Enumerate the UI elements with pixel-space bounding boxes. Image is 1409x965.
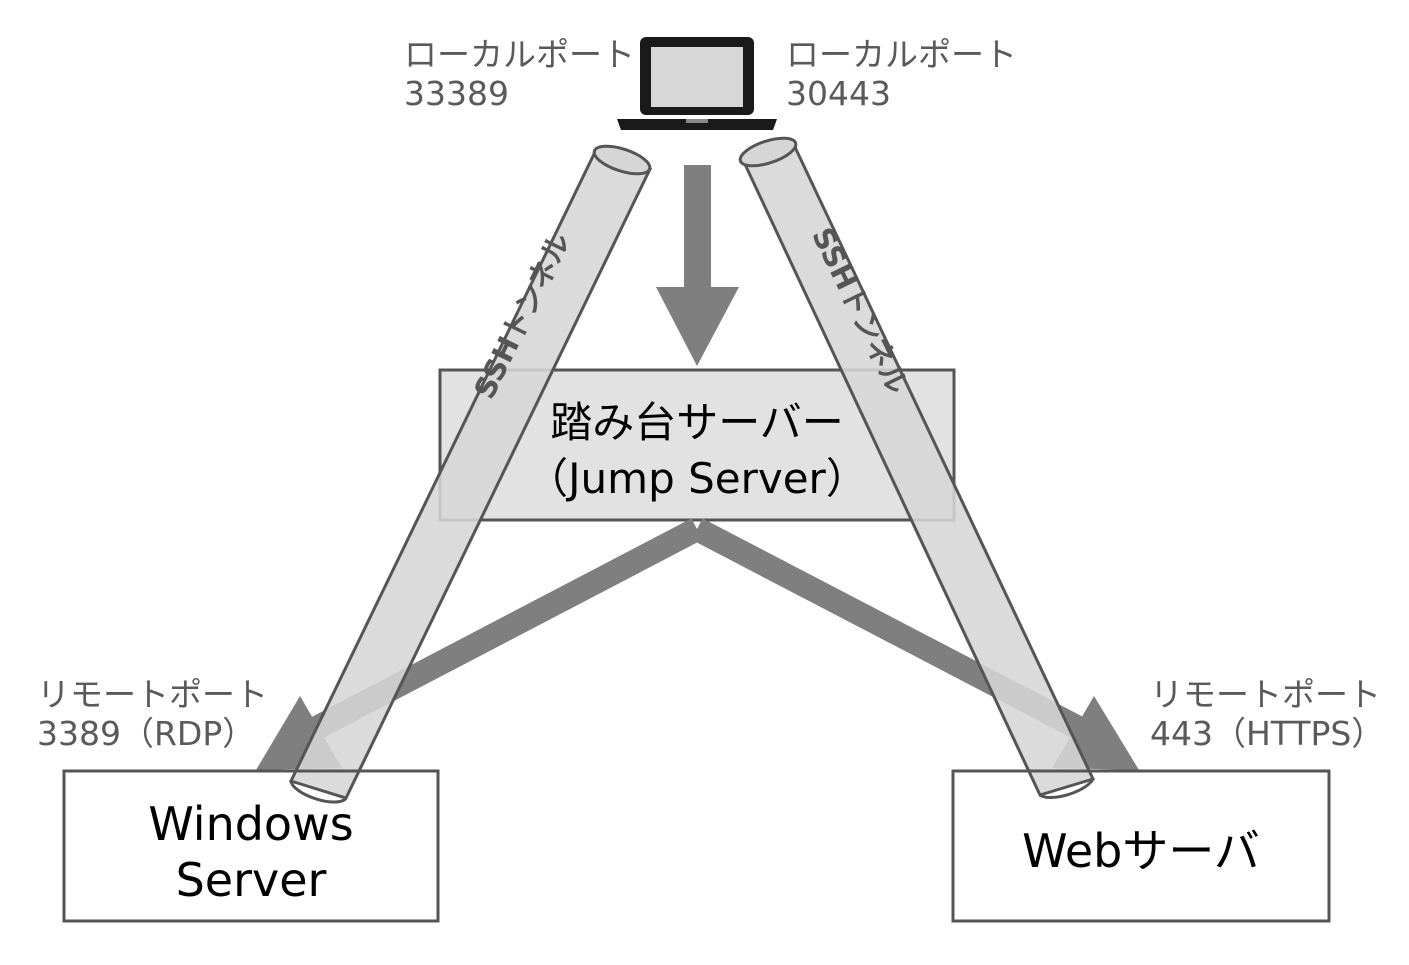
windows-server-label-line2: Server	[176, 853, 327, 907]
windows-server-label-line1: Windows	[148, 797, 353, 851]
web-remote-port-caption: リモートポート	[1150, 675, 1381, 714]
jump-server-label-line2: （Jump Server）	[526, 454, 868, 503]
jump-server-label-line1: 踏み台サーバー	[550, 398, 844, 447]
windows-remote-port-number: 3389（RDP）	[37, 714, 255, 753]
arrow-laptop-to-jump	[656, 165, 739, 366]
windows-remote-port-caption: リモートポート	[37, 675, 268, 714]
right-local-port-caption: ローカルポート	[786, 35, 1017, 74]
web-server-box: Webサーバ	[951, 769, 1331, 923]
right-local-port-number: 30443	[786, 74, 891, 113]
left-local-port-caption: ローカルポート	[404, 35, 635, 74]
web-remote-port-number: 443（HTTPS）	[1150, 714, 1384, 753]
windows-server-box: Windows Server	[62, 769, 440, 923]
laptop-icon	[617, 37, 777, 130]
web-server-label: Webサーバ	[1022, 824, 1260, 878]
left-local-port-number: 33389	[404, 74, 509, 113]
